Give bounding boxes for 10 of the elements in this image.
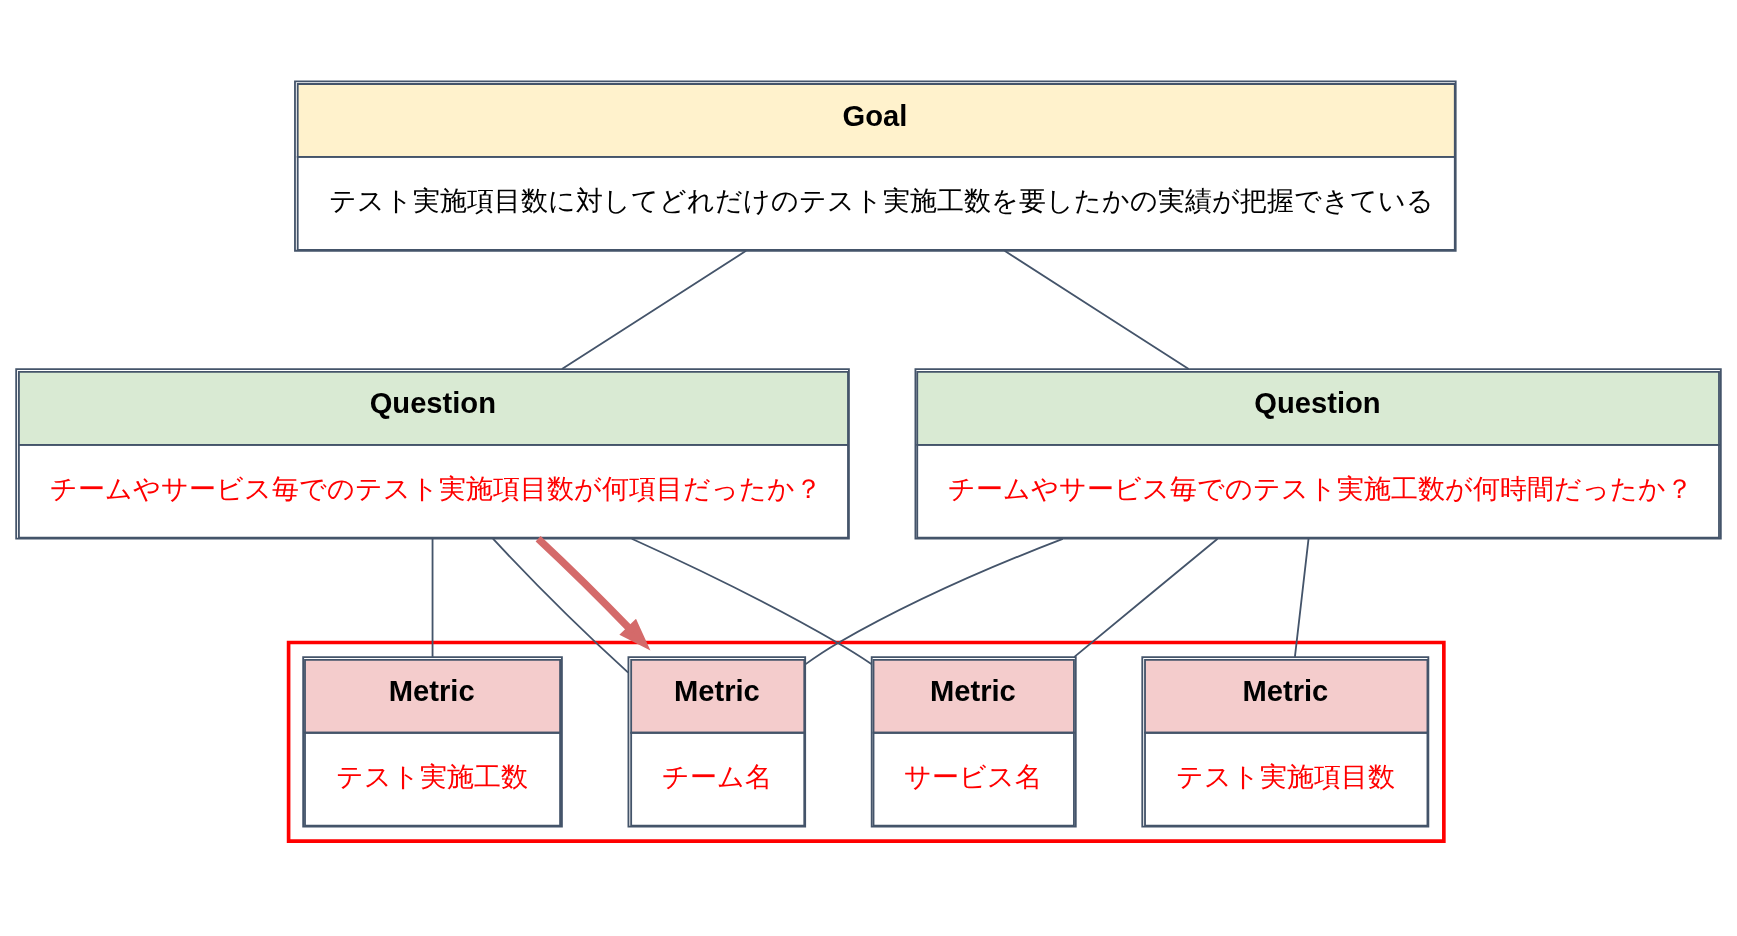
connector [492,537,630,674]
connector [561,249,747,370]
connector [431,537,434,658]
connector [804,537,1064,665]
connector [630,537,873,665]
connector [1073,537,1219,658]
connector [1003,249,1190,370]
cluster [286,640,1446,843]
arrow [535,535,651,650]
connector [1294,537,1310,658]
